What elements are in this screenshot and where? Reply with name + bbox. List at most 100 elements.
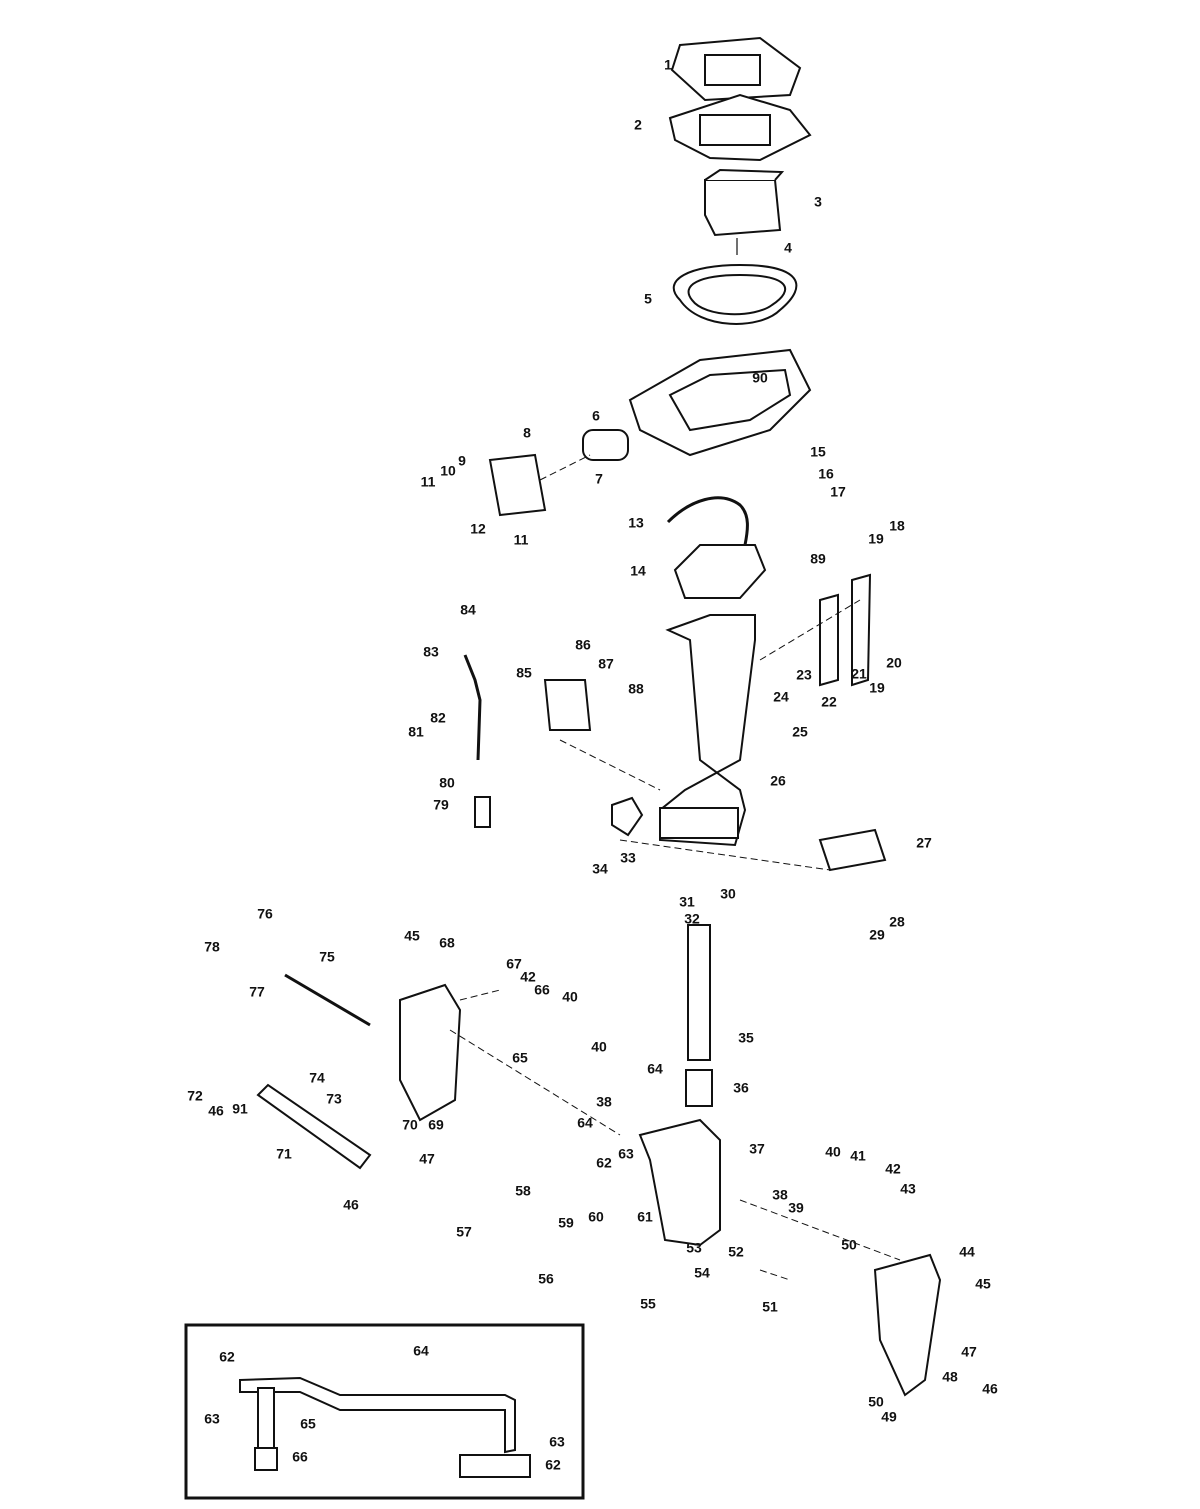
- callout-43: 43: [900, 1181, 916, 1197]
- callout-70: 70: [402, 1117, 418, 1133]
- callout-11: 11: [514, 532, 529, 548]
- callout-50: 50: [868, 1394, 884, 1410]
- callout-68: 68: [439, 935, 455, 951]
- callout-38: 38: [596, 1094, 612, 1110]
- callout-44: 44: [959, 1244, 975, 1260]
- callout-1: 1: [664, 57, 672, 73]
- callout-57: 57: [456, 1224, 472, 1240]
- callout-20: 20: [886, 655, 902, 671]
- callout-54: 54: [694, 1265, 710, 1281]
- callout-73: 73: [326, 1091, 342, 1107]
- callout-18: 18: [889, 518, 905, 534]
- callout-55: 55: [640, 1296, 656, 1312]
- callout-47: 47: [419, 1151, 435, 1167]
- callout-24: 24: [773, 689, 789, 705]
- callout-5: 5: [644, 291, 652, 307]
- inset-callout-64: 64: [413, 1343, 429, 1359]
- callout-74: 74: [309, 1070, 325, 1086]
- callout-42: 42: [885, 1161, 901, 1177]
- callout-37: 37: [749, 1141, 765, 1157]
- callout-53: 53: [686, 1240, 702, 1256]
- callout-45: 45: [404, 928, 420, 944]
- callout-6: 6: [592, 408, 600, 424]
- callout-61: 61: [637, 1209, 653, 1225]
- callout-59: 59: [558, 1215, 574, 1231]
- callout-86: 86: [575, 637, 591, 653]
- callout-80: 80: [439, 775, 455, 791]
- callout-48: 48: [942, 1369, 958, 1385]
- assembly-lines: [449, 454, 901, 1281]
- callout-21: 21: [851, 666, 867, 682]
- callout-28: 28: [889, 914, 905, 930]
- callout-29: 29: [869, 927, 885, 943]
- inset-callout-66: 66: [292, 1449, 308, 1465]
- callout-67: 67: [506, 956, 522, 972]
- callout-51: 51: [762, 1299, 778, 1315]
- callout-87: 87: [598, 656, 614, 672]
- callout-45: 45: [975, 1276, 991, 1292]
- callout-64: 64: [647, 1061, 663, 1077]
- callout-38: 38: [772, 1187, 788, 1203]
- callout-9: 9: [458, 453, 466, 469]
- callout-42: 42: [520, 969, 536, 985]
- callout-69: 69: [428, 1117, 444, 1133]
- callout-46: 46: [343, 1197, 359, 1213]
- callout-50: 50: [841, 1237, 857, 1253]
- callout-30: 30: [720, 886, 736, 902]
- callout-36: 36: [733, 1080, 749, 1096]
- inset-callout-63: 63: [549, 1434, 565, 1450]
- callout-32: 32: [684, 911, 700, 927]
- callout-46: 46: [208, 1103, 224, 1119]
- callout-56: 56: [538, 1271, 554, 1287]
- callout-62: 62: [596, 1155, 612, 1171]
- callout-35: 35: [738, 1030, 754, 1046]
- callout-26: 26: [770, 773, 786, 789]
- callout-82: 82: [430, 710, 446, 726]
- callout-17: 17: [830, 484, 846, 500]
- callout-40: 40: [562, 989, 578, 1005]
- inset-callout-63: 63: [204, 1411, 220, 1427]
- callout-72: 72: [187, 1088, 203, 1104]
- callout-11: 11: [421, 474, 436, 490]
- callout-52: 52: [728, 1244, 744, 1260]
- callout-7: 7: [595, 471, 603, 487]
- callout-75: 75: [319, 949, 335, 965]
- callout-27: 27: [916, 835, 932, 851]
- callout-58: 58: [515, 1183, 531, 1199]
- inset-callout-labels: 62 64 63 65 66 63 62: [204, 1343, 565, 1473]
- callout-84: 84: [460, 602, 476, 618]
- callout-90: 90: [752, 370, 768, 386]
- inset-box: [184, 1323, 585, 1500]
- callout-41: 41: [850, 1148, 866, 1164]
- callout-83: 83: [423, 644, 439, 660]
- callout-34: 34: [592, 861, 608, 877]
- callout-81: 81: [408, 724, 424, 740]
- callout-65: 65: [512, 1050, 528, 1066]
- callout-77: 77: [249, 984, 265, 1000]
- inset-callout-65: 65: [300, 1416, 316, 1432]
- callout-4: 4: [784, 240, 792, 256]
- callout-60: 60: [588, 1209, 604, 1225]
- callout-89: 89: [810, 551, 826, 567]
- callout-64: 64: [577, 1115, 593, 1131]
- callout-19: 19: [868, 531, 884, 547]
- callout-13: 13: [628, 515, 644, 531]
- callout-66: 66: [534, 982, 550, 998]
- callout-22: 22: [821, 694, 837, 710]
- callout-14: 14: [630, 563, 646, 579]
- callout-15: 15: [810, 444, 826, 460]
- callout-40: 40: [591, 1039, 607, 1055]
- callout-8: 8: [523, 425, 531, 441]
- callout-3: 3: [814, 194, 822, 210]
- callout-33: 33: [620, 850, 636, 866]
- callout-88: 88: [628, 681, 644, 697]
- callout-71: 71: [276, 1146, 292, 1162]
- callout-79: 79: [433, 797, 449, 813]
- callout-76: 76: [257, 906, 273, 922]
- inset-callout-62: 62: [545, 1457, 561, 1473]
- callout-12: 12: [470, 521, 486, 537]
- callout-91: 91: [232, 1101, 248, 1117]
- callout-19: 19: [869, 680, 885, 696]
- callout-10: 10: [440, 463, 456, 479]
- inset-callout-62: 62: [219, 1349, 235, 1365]
